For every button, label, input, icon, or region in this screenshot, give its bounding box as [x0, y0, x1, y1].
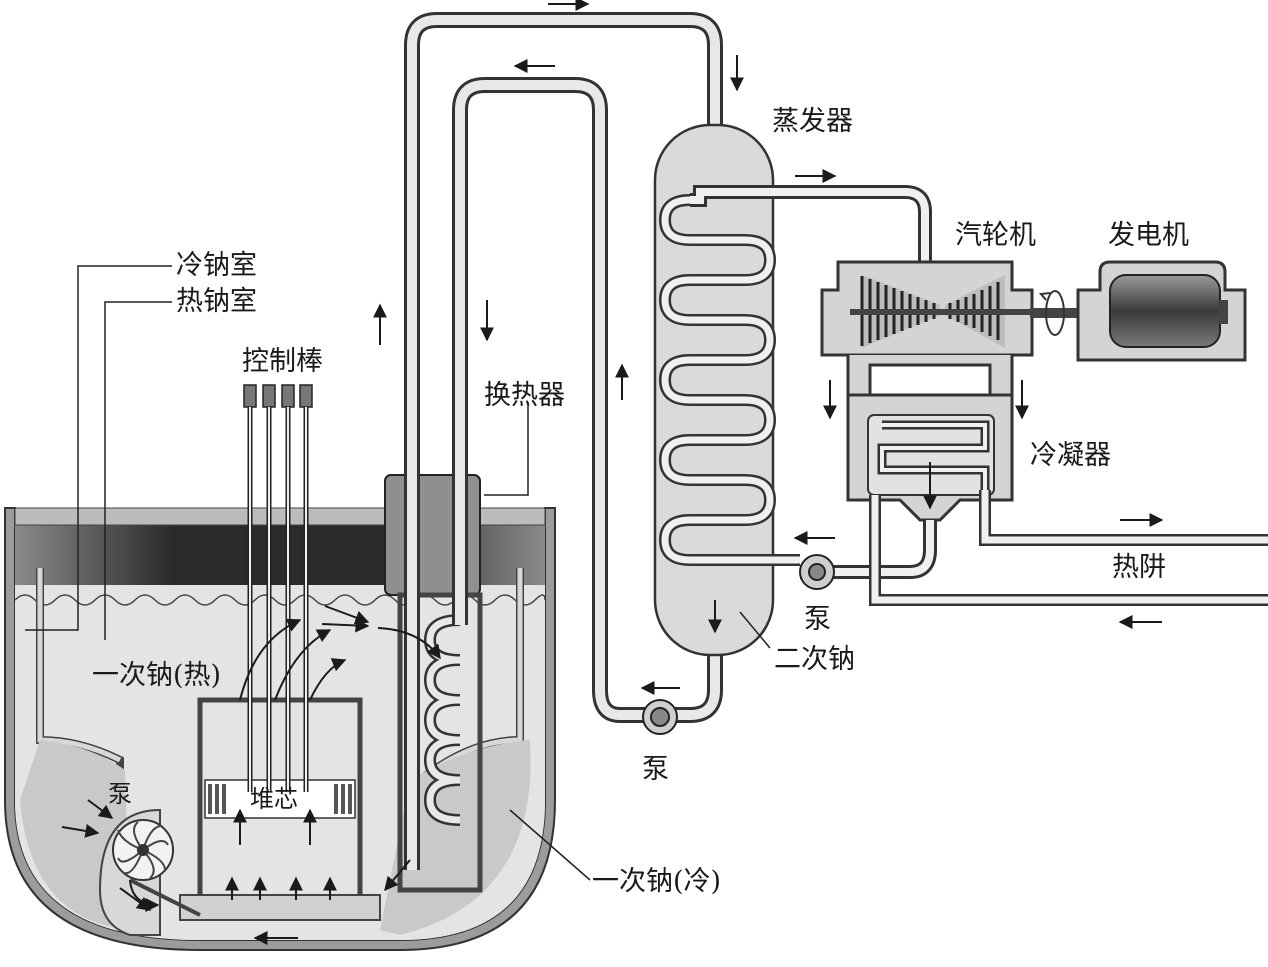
- control-rods: [243, 384, 313, 792]
- label-primary-pump: 泵: [108, 780, 132, 808]
- label-generator: 发电机: [1108, 220, 1189, 251]
- label-heat-sink: 热阱: [1112, 552, 1166, 583]
- feedwater-line: [800, 520, 937, 579]
- label-core: 堆芯: [250, 785, 298, 813]
- leader-lines: [25, 265, 771, 881]
- secondary-sodium-loop: [404, 12, 723, 870]
- label-control-rods: 控制棒: [242, 346, 323, 377]
- condenser: [846, 393, 1014, 522]
- label-steam-generator: 蒸发器: [772, 106, 853, 137]
- turbine: [820, 260, 1040, 400]
- label-turbine: 汽轮机: [955, 220, 1036, 251]
- label-hot-chamber: 热钠室: [176, 286, 257, 317]
- reactor-core: [204, 779, 356, 819]
- feedwater-pump: [799, 554, 835, 590]
- label-cold-chamber: 冷钠室: [176, 250, 257, 281]
- steam-generator: [653, 123, 800, 657]
- label-feedwater-pump: 泵: [804, 604, 831, 635]
- label-heat-exchanger: 换热器: [484, 380, 565, 411]
- flow-arrows: [61, 0, 1164, 945]
- steam-line: [690, 185, 932, 262]
- secondary-loop-pump: [642, 699, 678, 735]
- shaft-coupling: [1030, 290, 1110, 336]
- label-secondary-sodium: 二次钠: [774, 644, 855, 675]
- label-condenser: 冷凝器: [1030, 440, 1111, 471]
- heat-sink-lines: [869, 490, 1268, 606]
- label-loop-pump: 泵: [642, 754, 669, 785]
- label-primary-cold: 一次钠(冷): [592, 866, 722, 897]
- label-primary-hot: 一次钠(热): [92, 660, 222, 691]
- generator: [1076, 260, 1247, 362]
